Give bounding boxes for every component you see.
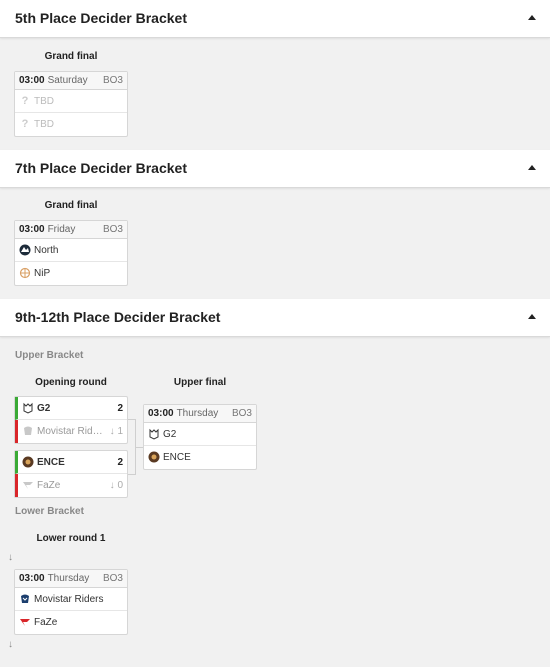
match-format: BO3 [102,573,123,584]
question-icon: ? [21,95,29,107]
team-name: G2 [37,403,51,414]
bracket-connector [136,447,143,448]
match-card[interactable]: G2 2 Movistar Rid… ↓ 1 [14,396,128,444]
bracket-connector [128,447,136,475]
caret-up-icon[interactable] [528,314,536,319]
match-format: BO3 [102,224,123,235]
team-name: Movistar Riders [34,594,104,605]
section-header[interactable]: 9th-12th Place Decider Bracket [0,299,550,337]
match-time: 03:00 [19,573,45,584]
team-score-value: 0 [117,480,123,491]
g2-logo-icon [23,403,33,414]
faze-logo-icon [20,619,30,627]
round-title: Grand final [44,200,98,211]
team-name: Movistar Rid… [37,426,103,437]
match-day: Thursday [176,408,219,419]
round-title: Opening round [35,377,107,388]
arrow-down-icon: ↓ [8,552,13,563]
team-row: ? TBD [15,90,127,113]
team-score: 2 [117,457,123,468]
faze-logo-icon [23,482,33,490]
team-score-value: 1 [117,426,123,437]
section-title: 7th Place Decider Bracket [15,160,187,176]
match-format: BO3 [102,75,123,86]
team-row[interactable]: ENCE 2 [15,451,127,474]
bracket-connector [128,419,136,447]
ence-logo-icon [148,451,160,463]
team-score: 2 [117,403,123,414]
match-format: BO3 [231,408,252,419]
section-header[interactable]: 5th Place Decider Bracket [0,0,550,38]
arrow-down-icon: ↓ [8,639,13,650]
team-row: ? TBD [15,113,127,136]
team-name: North [34,245,59,256]
team-row[interactable]: North [15,239,127,262]
team-score: ↓ 0 [110,474,123,497]
section-7th-place: 7th Place Decider Bracket Grand final 03… [0,150,550,299]
match-time: 03:00 [19,224,45,235]
movistar-riders-logo-icon [24,426,32,436]
team-name: TBD [34,96,54,107]
nip-logo-icon [19,268,31,279]
lower-bracket-label: Lower Bracket [15,506,84,517]
team-name: FaZe [34,617,58,628]
team-row[interactable]: FaZe [15,611,127,634]
upper-bracket-label: Upper Bracket [15,350,84,361]
team-name: TBD [34,119,54,130]
match-day: Friday [47,224,76,235]
team-name: FaZe [37,480,61,491]
match-card[interactable]: ENCE 2 FaZe ↓ 0 [14,450,128,498]
team-row[interactable]: NiP [15,262,127,285]
match-time: 03:00 [19,75,45,86]
section-title: 5th Place Decider Bracket [15,10,187,26]
team-row[interactable]: Movistar Riders [15,588,127,611]
g2-logo-icon [149,429,159,440]
team-row[interactable]: FaZe ↓ 0 [15,474,127,497]
match-day: Saturday [47,75,88,86]
movistar-riders-logo-icon [21,594,29,604]
section-title: 9th-12th Place Decider Bracket [15,309,221,325]
north-logo-icon [19,244,31,256]
team-name: NiP [34,268,51,279]
team-row[interactable]: G2 2 [15,397,127,420]
team-name: ENCE [37,457,65,468]
ence-logo-icon [22,456,34,468]
question-icon: ? [21,118,29,130]
match-day: Thursday [47,573,90,584]
arrow-down-icon: ↓ [109,480,115,491]
caret-up-icon[interactable] [528,15,536,20]
team-name: G2 [163,429,177,440]
caret-up-icon[interactable] [528,165,536,170]
arrow-down-icon: ↓ [109,426,115,437]
team-row[interactable]: ENCE [144,446,256,469]
team-row[interactable]: Movistar Rid… ↓ 1 [15,420,127,443]
match-time: 03:00 [148,408,174,419]
round-title: Lower round 1 [36,533,106,544]
team-row[interactable]: G2 [144,423,256,446]
section-5th-place: 5th Place Decider Bracket Grand final 03… [0,0,550,150]
section-9th-12th-place: 9th-12th Place Decider Bracket Upper Bra… [0,299,550,667]
round-title: Upper final [173,377,227,388]
team-score: ↓ 1 [110,420,123,443]
team-name: ENCE [163,452,191,463]
round-title: Grand final [44,51,98,62]
section-header[interactable]: 7th Place Decider Bracket [0,150,550,188]
